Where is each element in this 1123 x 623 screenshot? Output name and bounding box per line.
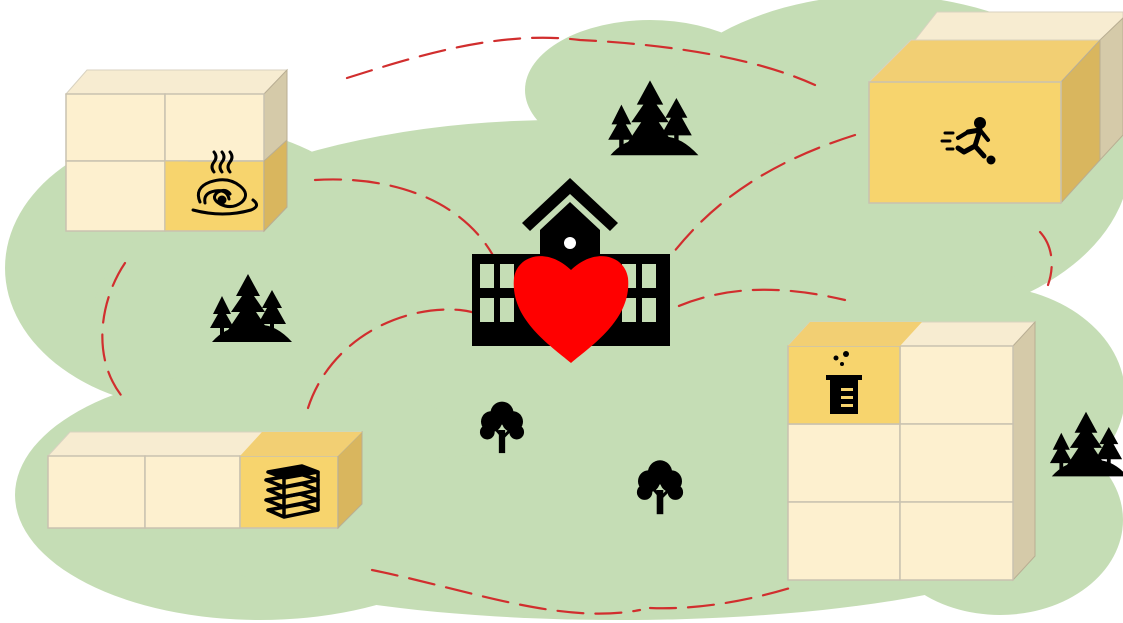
school-window [642,298,656,322]
school-window [642,264,656,288]
school-window [500,298,514,322]
running-athlete-ball-icon [940,117,996,165]
heart-icon [513,256,629,363]
school-window [500,264,514,288]
hot-food-bowl-icon [191,150,258,216]
library-block [46,430,364,530]
library-highlight-cube[interactable] [239,430,363,530]
books-stack-icon [264,464,320,519]
school-window [480,298,494,322]
sports-block[interactable] [867,11,1123,205]
school-window [622,298,636,322]
school-window [480,264,494,288]
school-windows [480,264,656,322]
laboratory-block [786,320,1037,582]
canteen-block [64,68,289,233]
school-building[interactable] [472,178,670,363]
beaker-icon [826,351,862,414]
